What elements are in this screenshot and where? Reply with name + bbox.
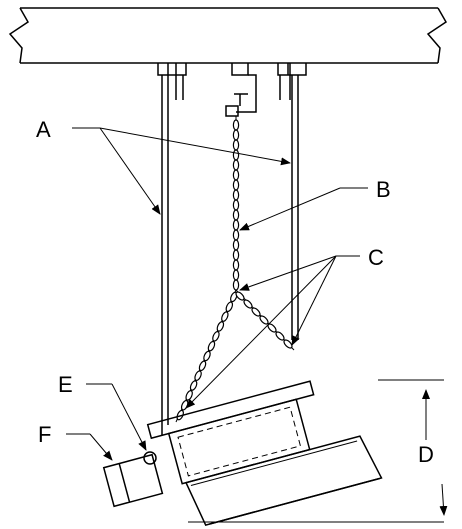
chain-link [232,199,240,211]
center-clamp [225,63,257,117]
label-c: C [368,245,384,270]
chain-link [176,409,184,421]
chain-link [232,139,240,151]
chain-link [232,239,240,251]
chain-link [212,331,220,342]
chain-link [232,259,240,271]
chain-link [232,129,240,141]
chain-link [283,339,293,349]
ceiling-beam [8,7,447,64]
chain-link [225,301,234,313]
chain-link [198,360,207,372]
chain-link [232,219,240,231]
suspension-rods [161,75,299,435]
chain-link [232,209,240,221]
left-mounting-bracket [157,63,187,100]
chain-link [232,249,240,261]
chain-link [232,189,240,201]
chain-branches [175,289,295,423]
chain-link [194,370,202,381]
chain-link [232,159,240,171]
chain-link [180,399,189,411]
label-a: A [36,117,51,142]
leader-lines [66,127,368,461]
chain-link [189,380,198,391]
chain-link [232,279,240,291]
label-f: F [38,422,51,447]
chain-link [259,315,269,325]
chain-link [232,269,240,281]
chain-link [232,229,240,241]
chain-link [232,149,240,161]
chain-link [232,179,240,191]
label-d: D [418,442,434,467]
chain-link [221,311,229,322]
ballast-box [102,453,164,508]
label-b: B [376,177,391,202]
chain-link [243,299,253,309]
chain-link [203,350,211,362]
chain-link [185,390,193,401]
chain-link [275,331,285,341]
dimension-d [188,379,448,523]
chain-link [216,321,225,332]
chain-link [207,340,216,352]
chain-link [232,169,240,181]
chain-link [251,307,261,317]
chain [232,116,240,291]
label-e: E [58,372,73,397]
chain-link [232,119,240,131]
fixture-housing [146,380,383,526]
connector-circle [143,451,157,465]
chain-link [235,291,245,301]
